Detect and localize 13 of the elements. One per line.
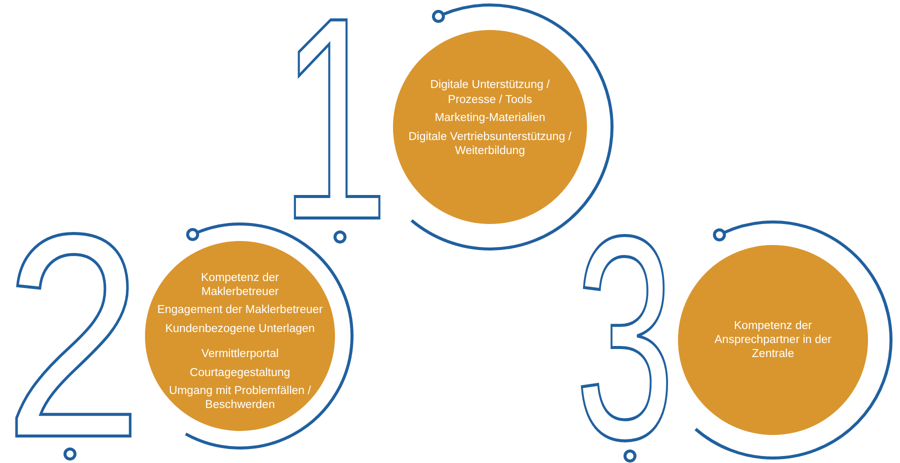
item-text: Vermittlerportal <box>201 348 279 362</box>
numeral: 3 <box>575 228 675 448</box>
item-text: Courtagegestaltung <box>190 366 290 380</box>
numeral: 1 <box>280 10 389 229</box>
item-text: Engagement der Maklerbetreuer <box>157 304 323 318</box>
item-text: Kompetenz der Ansprechpartner in der Zentrale <box>714 319 832 361</box>
item-text: Umgang mit Problemfällen / Beschwerden <box>168 385 312 412</box>
numeral: 2 <box>4 226 143 446</box>
item-text: Kundenbezogene Unterlagen <box>165 322 315 336</box>
item-text: Digitale Unterstützung / Prozesse / Tools <box>429 78 551 107</box>
item-text: Digitale Vertriebsunterstützung / Weiterbildung <box>407 130 572 158</box>
item-text: Marketing-Materialien <box>434 111 546 126</box>
item-text: Kompetenz der Maklerbetreuer <box>200 272 280 299</box>
